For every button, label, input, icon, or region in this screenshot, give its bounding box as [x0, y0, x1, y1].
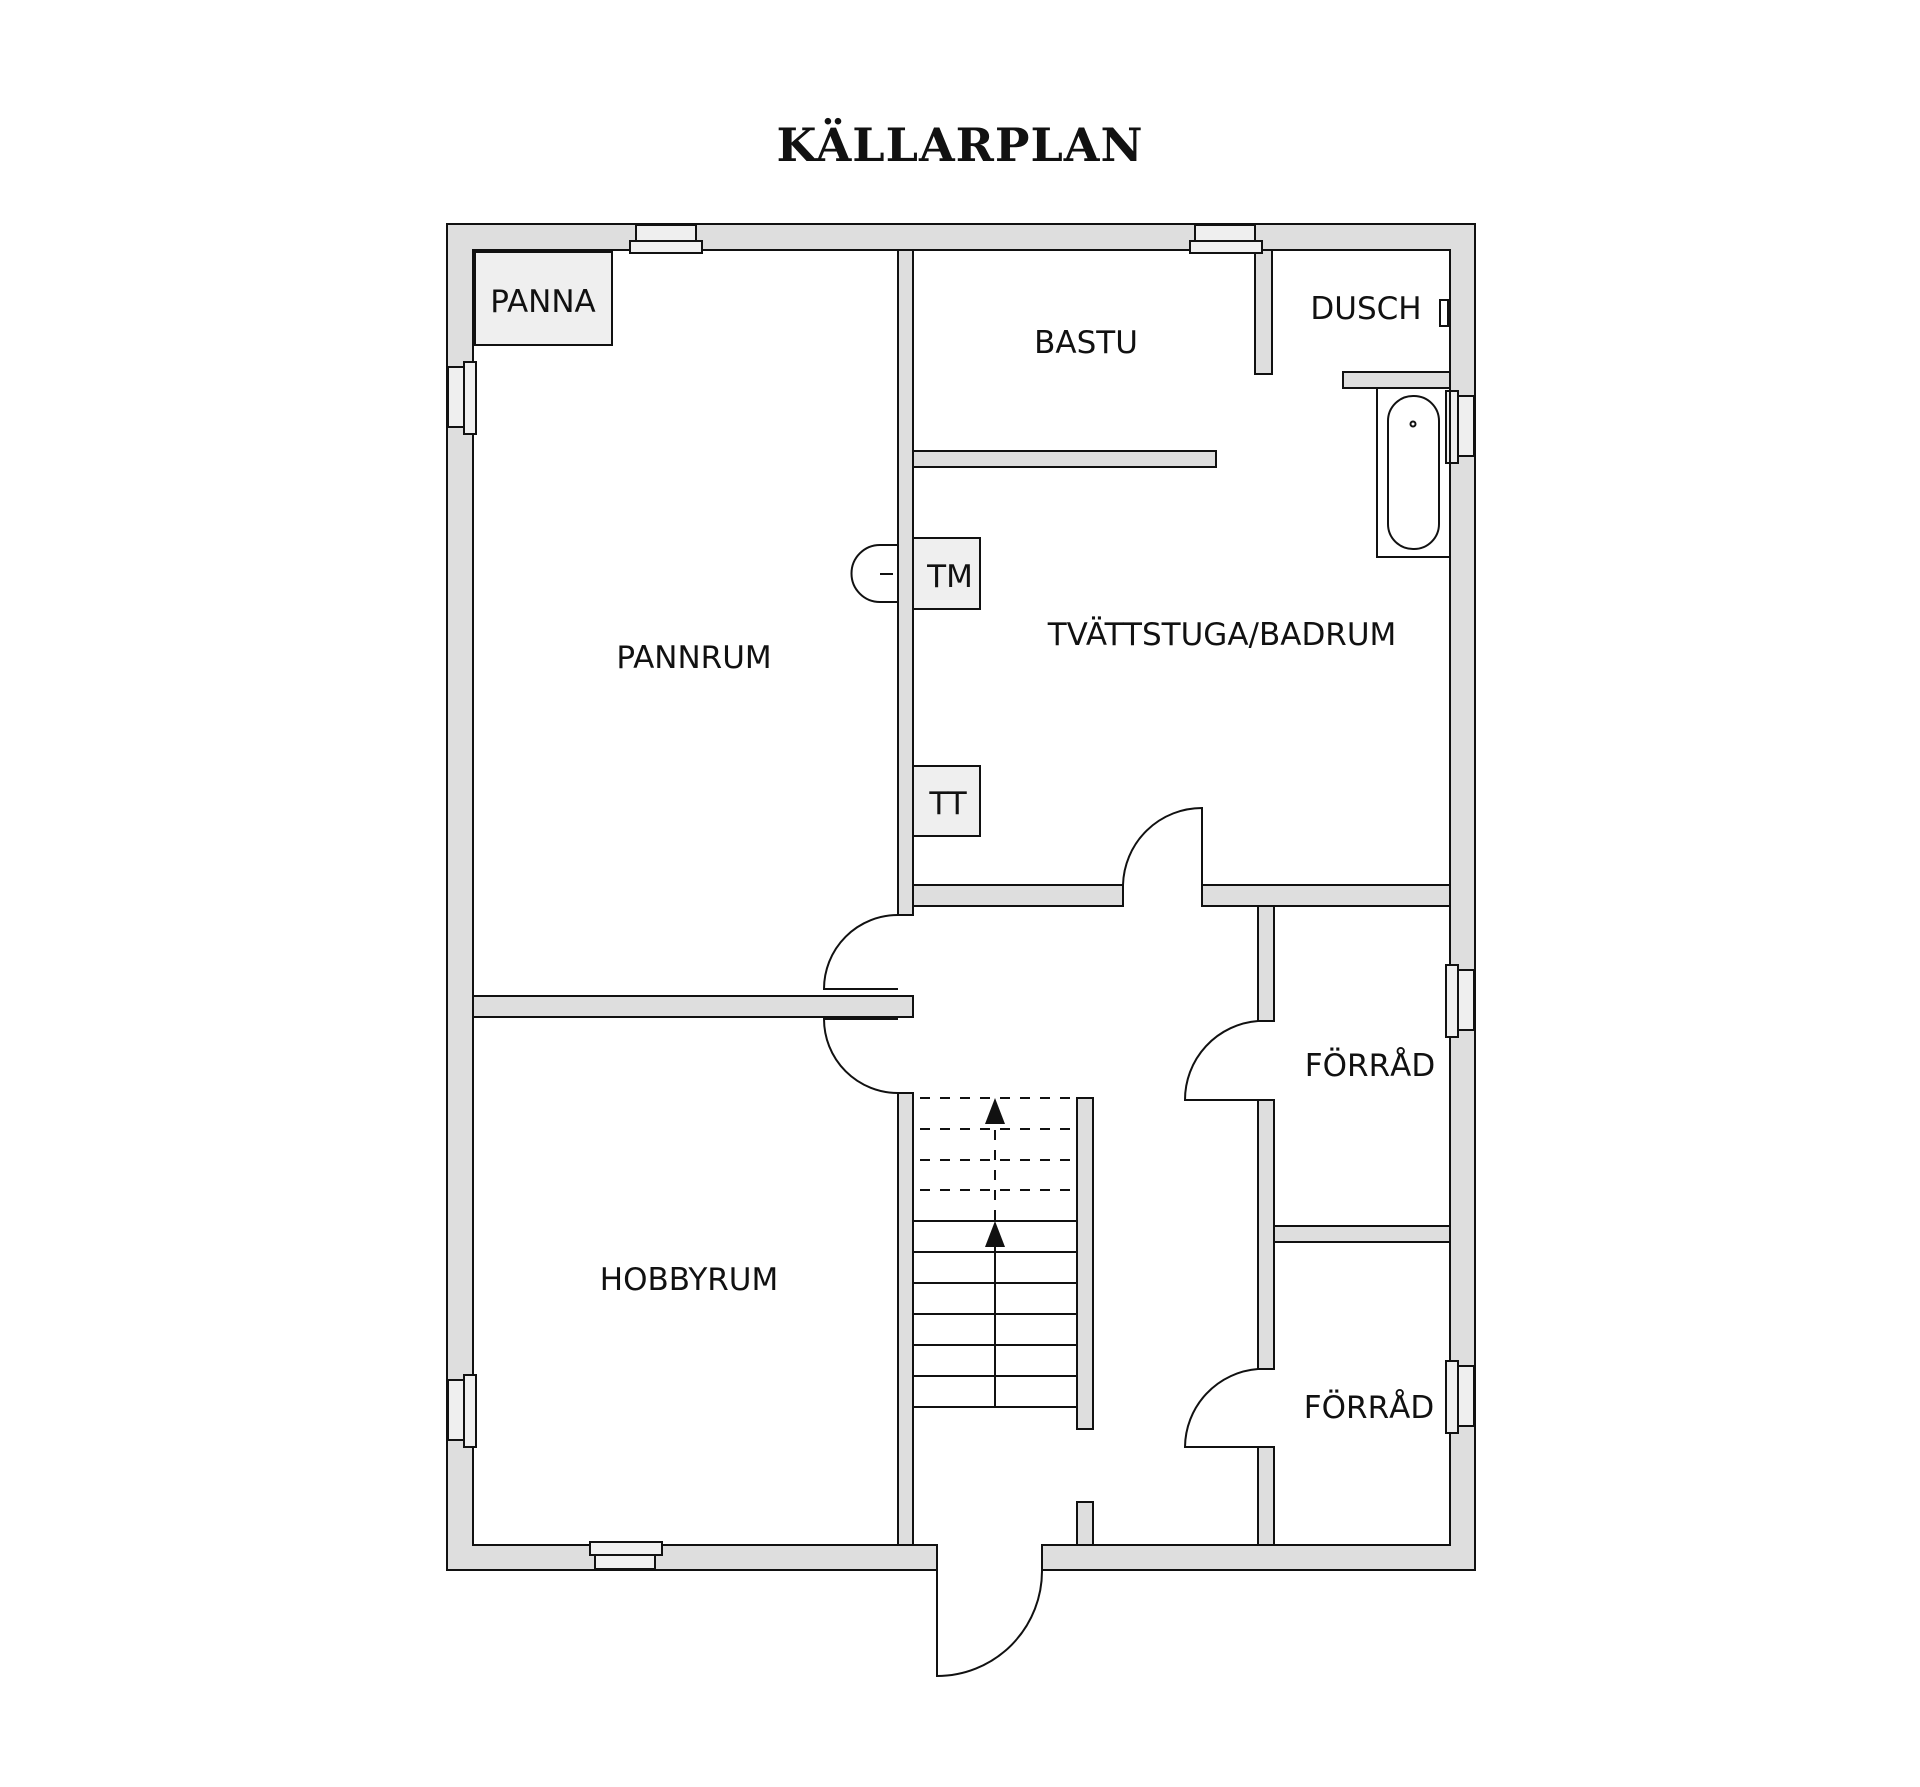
- fixture-label-tt: TT: [928, 786, 967, 822]
- windows: [447, 224, 1475, 1570]
- room-label-forrad-1: FÖRRÅD: [1305, 1047, 1435, 1084]
- stair-arrow-icon: [985, 1221, 1005, 1247]
- fixtures: [474, 251, 1451, 837]
- stair-arrow-icon: [985, 1098, 1005, 1124]
- doors: [822, 806, 1259, 1678]
- room-label-dusch: DUSCH: [1310, 291, 1421, 327]
- floor-plan-title: KÄLLARPLAN: [776, 118, 1144, 172]
- room-label-forrad-2: FÖRRÅD: [1304, 1389, 1434, 1426]
- room-label-panna: PANNA: [490, 284, 596, 320]
- room-label-bastu: BASTU: [1034, 325, 1138, 361]
- staircase: [913, 1097, 1077, 1408]
- room-label-hobbyrum: HOBBYRUM: [600, 1262, 778, 1298]
- fixture-label-tm: TM: [926, 559, 973, 595]
- room-label-tvattstuga: TVÄTTSTUGA/BADRUM: [1047, 617, 1397, 653]
- interior-walls: [472, 249, 1451, 1546]
- room-label-pannrum: PANNRUM: [616, 640, 771, 676]
